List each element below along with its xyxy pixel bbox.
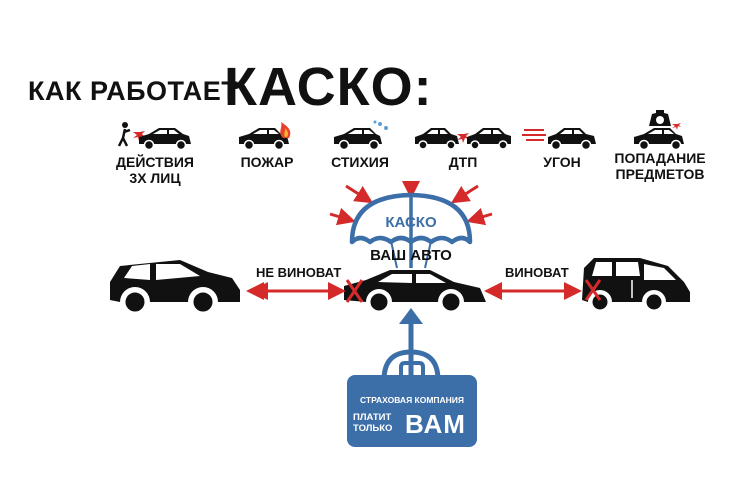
insurer-name: СТРАХОВАЯ КОМПАНИЯ	[359, 395, 465, 405]
damage-mark-icon	[584, 279, 602, 301]
damage-mark-icon	[345, 279, 364, 303]
guilty-label: ВИНОВАТ	[505, 265, 569, 280]
right-car-icon	[582, 258, 690, 313]
threat-arrows	[329, 181, 493, 226]
not-guilty-label: НЕ ВИНОВАТ	[256, 265, 342, 280]
falling-object-car-icon	[634, 110, 684, 150]
fire-car-icon	[239, 122, 291, 150]
threat-arrow	[466, 207, 493, 226]
threat-arrow	[450, 184, 479, 204]
threat-arrow	[329, 207, 356, 226]
your-car-label: ВАШ АВТО	[370, 247, 452, 264]
bag-handle-icon	[399, 361, 425, 379]
risk-theft: УГОН	[512, 120, 612, 170]
umbrella-label: КАСКО	[385, 214, 437, 231]
risk-label: ПОПАДАНИЕ ПРЕДМЕТОВ	[614, 150, 706, 182]
insurer-pays-text: ПЛАТИТ ТОЛЬКО	[353, 412, 393, 434]
payout-arrow	[381, 320, 441, 381]
risk-accident: ДТП	[408, 120, 518, 170]
payout-arrow-head	[399, 308, 423, 324]
umbrella-icon	[349, 192, 473, 269]
risk-third-party: ДЕЙСТВИЯ 3Х ЛИЦ	[100, 120, 210, 186]
theft-car-icon	[522, 128, 596, 150]
risk-fire: ПОЖАР	[212, 120, 322, 170]
insurer-you-text: ВАМ	[405, 409, 466, 439]
risk-label: УГОН	[543, 154, 581, 170]
vandal-car-icon	[117, 122, 191, 150]
risk-label: ДТП	[448, 154, 478, 170]
your-car-icon	[344, 270, 486, 314]
risk-label: СТИХИЯ	[331, 154, 389, 170]
risk-weather: СТИХИЯ	[305, 120, 415, 170]
crash-cars-icon	[415, 128, 511, 150]
weather-car-icon	[334, 120, 388, 150]
title-prefix: КАК РАБОТАЕТ	[28, 76, 239, 106]
title-main: КАСКО:	[224, 57, 433, 117]
threat-arrow	[345, 184, 374, 204]
risk-label: ДЕЙСТВИЯ 3Х ЛИЦ	[116, 154, 194, 186]
risk-falling-object: ПОПАДАНИЕ ПРЕДМЕТОВ	[605, 108, 715, 182]
insurer-badge: СТРАХОВАЯ КОМПАНИЯ ПЛАТИТ ТОЛЬКО ВАМ	[347, 361, 477, 447]
risk-label: ПОЖАР	[240, 154, 294, 170]
left-car-icon	[110, 260, 240, 315]
